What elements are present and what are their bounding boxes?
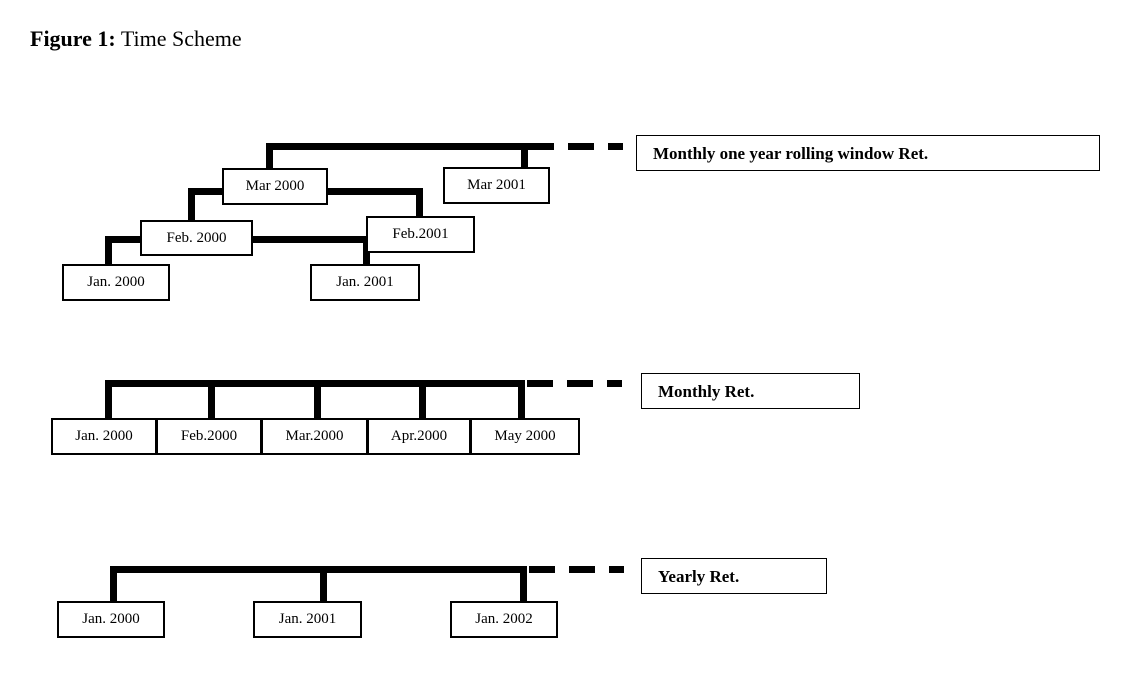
monthly-connector-v-3 xyxy=(314,380,321,420)
rolling-box-label: Mar 2001 xyxy=(467,177,526,193)
rolling-connector-h-3 xyxy=(266,143,528,150)
monthly-connector-v-4 xyxy=(419,380,426,420)
monthly-box-label: May 2000 xyxy=(494,428,556,444)
monthly-box-mar-2000[interactable]: Mar.2000 xyxy=(261,418,368,455)
rolling-connector-v-end-3 xyxy=(521,143,528,171)
monthly-box-apr-2000[interactable]: Apr.2000 xyxy=(367,418,471,455)
monthly-box-label: Apr.2000 xyxy=(390,428,448,444)
yearly-dashed-continuation xyxy=(529,566,624,573)
rolling-box-label: Feb.2001 xyxy=(392,226,449,242)
monthly-connector-v-1 xyxy=(105,380,112,420)
legend-label: Monthly one year rolling window Ret. xyxy=(653,143,929,163)
yearly-box-label: Jan. 2001 xyxy=(278,611,337,627)
rolling-box-mar-2000[interactable]: Mar 2000 xyxy=(222,168,328,205)
legend-rolling-return: Monthly one year rolling window Ret. xyxy=(636,135,1100,171)
monthly-box-jan-2000[interactable]: Jan. 2000 xyxy=(51,418,157,455)
yearly-box-jan-2002[interactable]: Jan. 2002 xyxy=(450,601,558,638)
monthly-box-may-2000[interactable]: May 2000 xyxy=(470,418,580,455)
rolling-box-feb-2001[interactable]: Feb.2001 xyxy=(366,216,475,253)
monthly-box-label: Feb.2000 xyxy=(180,428,238,444)
rolling-connector-v-start-1 xyxy=(105,236,112,268)
rolling-box-label: Feb. 2000 xyxy=(166,229,227,246)
monthly-connector-v-5 xyxy=(518,380,525,420)
rolling-box-mar-2001[interactable]: Mar 2001 xyxy=(443,167,550,204)
yearly-connector-h xyxy=(110,566,527,573)
rolling-box-label: Jan. 2001 xyxy=(336,274,394,290)
monthly-connector-v-2 xyxy=(208,380,215,420)
rolling-dashed-continuation xyxy=(528,143,623,150)
rolling-box-feb-2000[interactable]: Feb. 2000 xyxy=(140,220,253,256)
rolling-connector-v-start-3 xyxy=(266,143,273,171)
yearly-connector-v-3 xyxy=(520,566,527,606)
rolling-box-jan-2000[interactable]: Jan. 2000 xyxy=(62,264,170,301)
legend-monthly-return: Monthly Ret. xyxy=(641,373,860,409)
rolling-box-jan-2001[interactable]: Jan. 2001 xyxy=(310,264,420,301)
legend-yearly-return: Yearly Ret. xyxy=(641,558,827,594)
yearly-connector-v-2 xyxy=(320,566,327,606)
yearly-connector-v-1 xyxy=(110,566,117,606)
rolling-box-label: Jan. 2000 xyxy=(87,274,145,290)
monthly-box-label: Mar.2000 xyxy=(285,428,344,444)
figure-caption-text: Time Scheme xyxy=(115,26,242,51)
monthly-box-feb-2000[interactable]: Feb.2000 xyxy=(156,418,262,455)
figure-caption: Figure 1: Time Scheme xyxy=(30,24,242,54)
monthly-box-label: Jan. 2000 xyxy=(75,428,133,444)
yearly-box-jan-2001[interactable]: Jan. 2001 xyxy=(253,601,362,638)
rolling-connector-v-start-2 xyxy=(188,188,195,222)
yearly-box-jan-2000[interactable]: Jan. 2000 xyxy=(57,601,165,638)
figure-caption-label: Figure 1: xyxy=(30,26,116,51)
yearly-box-label: Jan. 2002 xyxy=(475,611,533,627)
rolling-box-label: Mar 2000 xyxy=(245,178,305,194)
yearly-box-label: Jan. 2000 xyxy=(82,611,140,627)
rolling-connector-v-end-2 xyxy=(416,188,423,222)
legend-label: Yearly Ret. xyxy=(658,566,740,586)
monthly-dashed-continuation xyxy=(527,380,622,387)
legend-label: Monthly Ret. xyxy=(658,381,755,401)
